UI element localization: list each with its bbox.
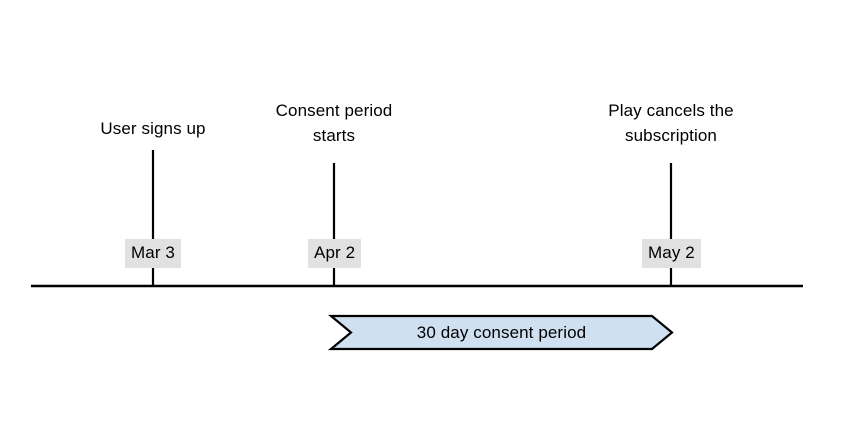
consent-period-banner-label: 30 day consent period [416,323,587,342]
event-caption-play-cancels-subscription: Play cancels the subscription [608,101,734,145]
date-chip-mar-3: Mar 3 [125,239,181,268]
date-chip-may-2: May 2 [642,239,701,268]
date-chip-apr-2: Apr 2 [308,239,362,268]
event-caption-consent-period-starts: Consent period starts [275,101,393,145]
event-caption-user-signs-up: User signs up [100,119,206,138]
consent-period-banner-shape [327,314,674,351]
